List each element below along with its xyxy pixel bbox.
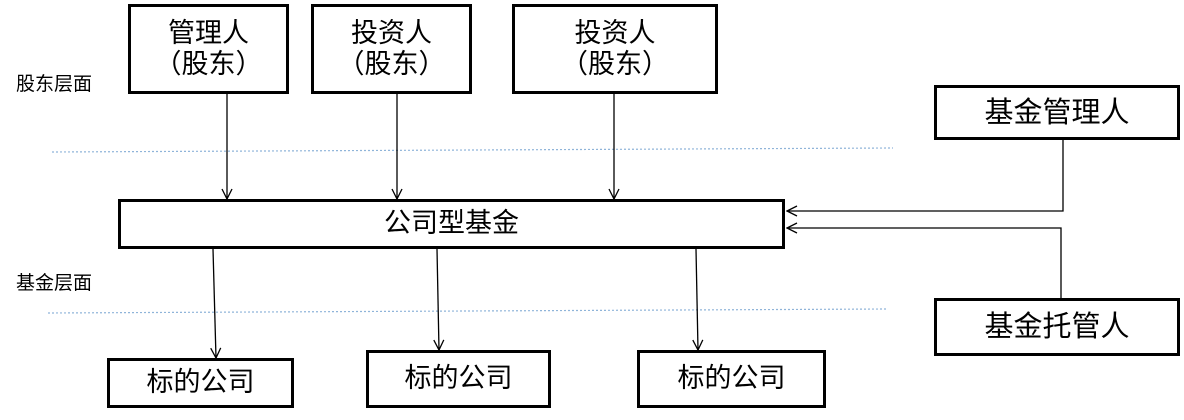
fund-manager-label: 基金管理人 — [984, 94, 1130, 129]
arrow-target-1 — [213, 248, 216, 358]
custodian-label: 基金托管人 — [984, 309, 1130, 344]
target-box-label: 标的公司 — [677, 363, 786, 395]
fund-box-label: 公司型基金 — [384, 208, 519, 240]
shareholder-box-subtitle: （股东） — [154, 49, 263, 80]
arrow-fund-manager — [787, 139, 1064, 211]
shareholder-box-investor-1: 投资人 （股东） — [311, 4, 472, 94]
arrow-target-3 — [696, 248, 698, 350]
layer-label-fund: 基金层面 — [16, 272, 93, 294]
divider-bottom — [47, 308, 888, 314]
arrow-custodian — [787, 228, 1062, 298]
fund-manager-box: 基金管理人 — [934, 85, 1180, 140]
divider-top — [51, 147, 894, 153]
target-box-1: 标的公司 — [107, 358, 294, 408]
layer-label-shareholder: 股东层面 — [16, 73, 93, 95]
fund-box: 公司型基金 — [118, 199, 785, 249]
shareholder-box-title: 投资人 — [351, 17, 432, 49]
target-box-3: 标的公司 — [637, 350, 826, 408]
shareholder-box-title: 投资人 — [574, 17, 656, 49]
shareholder-box-investor-2: 投资人 （股东） — [512, 4, 718, 94]
target-box-label: 标的公司 — [146, 367, 255, 399]
shareholder-box-manager: 管理人 （股东） — [128, 4, 289, 94]
shareholder-box-subtitle: （股东） — [561, 49, 669, 80]
target-box-2: 标的公司 — [366, 350, 551, 408]
target-box-label: 标的公司 — [404, 363, 513, 395]
shareholder-box-title: 管理人 — [168, 17, 249, 49]
custodian-box: 基金托管人 — [934, 298, 1180, 356]
arrow-target-2 — [437, 248, 439, 350]
shareholder-box-subtitle: （股东） — [337, 49, 446, 80]
